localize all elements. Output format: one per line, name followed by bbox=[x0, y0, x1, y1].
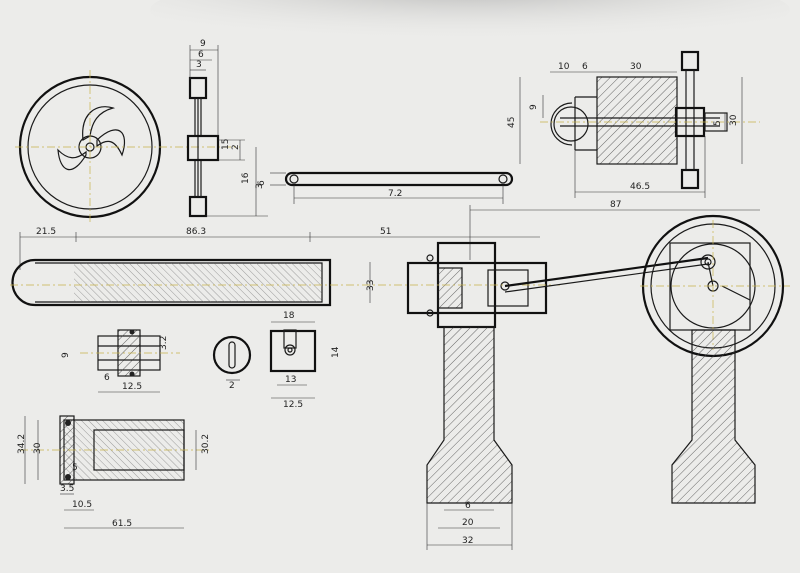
dim-small-a: 12.5 bbox=[122, 382, 142, 392]
dim-flywheel-h3: 2 bbox=[231, 144, 241, 150]
dim-flywheel-w3: 3 bbox=[196, 60, 202, 70]
dim-tube-f: 10.5 bbox=[72, 500, 92, 510]
dim-main-mid: 86.3 bbox=[186, 227, 206, 237]
dim-rod-len: 7.2 bbox=[388, 189, 402, 199]
dim-tube-a: 34.2 bbox=[17, 434, 27, 454]
dim-cyl-b: 6 bbox=[582, 62, 588, 72]
dim-main-span: 87 bbox=[610, 200, 621, 210]
dim-flywheel-w: 9 bbox=[200, 39, 206, 49]
dim-cyl-h2: 9 bbox=[529, 104, 539, 110]
detail-block: 18 13 12.5 14 bbox=[269, 311, 341, 410]
detail-washer: 2 bbox=[212, 335, 252, 391]
dim-tube-g: 3.5 bbox=[60, 484, 74, 494]
dim-small-b: 6 bbox=[104, 373, 110, 383]
dim-block-b: 13 bbox=[285, 375, 296, 385]
connecting-rod: 7.2 6 bbox=[257, 171, 514, 204]
detail-small-piston: 12.5 6 3.2 9 bbox=[61, 329, 180, 393]
dim-tube-c: 30.2 bbox=[201, 434, 211, 454]
dim-cyl-h: 45 bbox=[507, 117, 517, 128]
cylinder-assembly: 10 6 30 45 9 30 5 46.5 bbox=[507, 50, 760, 198]
flywheel-side-view: 9 6 3 15 16 2 3 bbox=[186, 39, 268, 218]
dim-block-c: 12.5 bbox=[283, 400, 303, 410]
main-assembly: 21.5 86.3 51 87 33 6 20 32 bbox=[10, 200, 790, 550]
dim-washer-a: 2 bbox=[229, 381, 235, 391]
detail-tube: 34.2 30 30.2 5 61.5 10.5 3.5 bbox=[17, 415, 211, 529]
dim-flywheel-h4: 3 bbox=[255, 183, 265, 189]
dim-cyl-a: 10 bbox=[558, 62, 570, 72]
dim-cyl-c: 30 bbox=[630, 62, 642, 72]
dim-cyl-total: 46.5 bbox=[630, 182, 650, 192]
dim-flywheel-h: 15 bbox=[221, 139, 231, 150]
dim-main-left: 21.5 bbox=[36, 227, 56, 237]
flywheel-front-view bbox=[15, 70, 240, 225]
scan-shadow bbox=[150, 0, 790, 50]
dim-block-a: 18 bbox=[283, 311, 295, 321]
dim-block-d: 14 bbox=[331, 346, 341, 358]
dim-base-a: 6 bbox=[465, 501, 471, 511]
dim-tube-b: 30 bbox=[33, 442, 43, 454]
dim-main-right: 51 bbox=[380, 227, 391, 237]
dim-base-b: 20 bbox=[462, 518, 474, 528]
dim-tube-e: 61.5 bbox=[112, 519, 132, 529]
dim-tube-d: 5 bbox=[72, 463, 78, 473]
dim-flywheel-h2: 16 bbox=[241, 172, 251, 184]
dim-cyl-h4: 5 bbox=[713, 120, 723, 126]
dim-small-d: 9 bbox=[61, 352, 71, 358]
dim-flywheel-w2: 6 bbox=[198, 50, 204, 60]
dim-base-c: 32 bbox=[462, 536, 473, 546]
dim-small-c: 3.2 bbox=[159, 336, 169, 350]
dim-main-h: 33 bbox=[366, 280, 376, 291]
dim-cyl-h3: 30 bbox=[729, 114, 739, 126]
dim-rod-d: 6 bbox=[257, 180, 267, 186]
